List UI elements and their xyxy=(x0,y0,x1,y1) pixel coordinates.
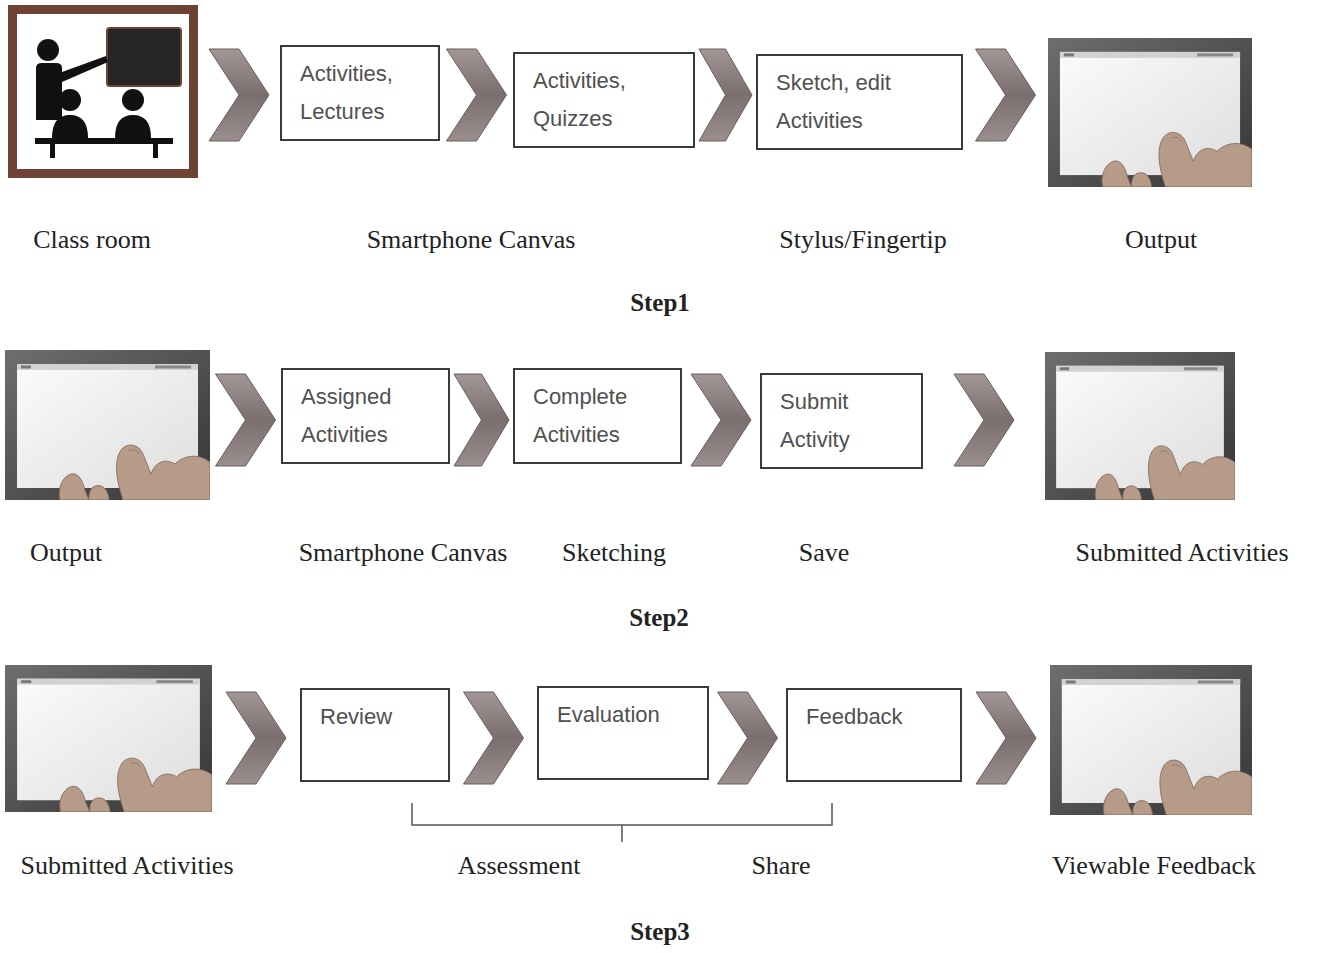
chevron-arrow xyxy=(447,49,507,141)
stage-label: Sketching xyxy=(562,538,666,568)
student-body xyxy=(52,115,88,138)
process-box: Activities, Lectures xyxy=(280,45,440,141)
process-box: Feedback xyxy=(786,688,962,782)
chevron-arrow xyxy=(976,49,1036,141)
image-node: Output xyxy=(5,350,210,500)
image-caption: Output xyxy=(30,538,102,568)
image-caption: Class room xyxy=(33,225,151,255)
stage-label: Share xyxy=(751,851,810,881)
chevron-arrow xyxy=(691,374,751,466)
step-label: Step1 xyxy=(630,288,690,318)
image-caption: Output xyxy=(1125,225,1197,255)
image-node: Output xyxy=(1048,38,1252,187)
chevron-arrow xyxy=(226,692,286,784)
box-text: Submit Activity xyxy=(780,383,903,459)
board xyxy=(107,28,181,86)
box-text: Feedback xyxy=(806,698,942,736)
step-label: Step2 xyxy=(629,603,689,633)
stage-label: Smartphone Canvas xyxy=(299,538,508,568)
box-text: Activities, Lectures xyxy=(300,55,420,131)
image-caption: Viewable Feedback xyxy=(1052,851,1256,881)
icon-frame xyxy=(8,5,198,178)
image-caption: Submitted Activities xyxy=(20,851,233,881)
tablet-photo xyxy=(1050,665,1252,815)
process-box: Complete Activities xyxy=(513,368,682,464)
chevron-arrow xyxy=(954,374,1014,466)
box-text: Review xyxy=(320,698,430,736)
box-text: Assigned Activities xyxy=(301,378,430,454)
process-box: Review xyxy=(300,688,450,782)
stage-label: Stylus/Fingertip xyxy=(779,225,947,255)
bracket xyxy=(412,803,832,842)
box-text: Activities, Quizzes xyxy=(533,62,675,138)
image-caption: Submitted Activities xyxy=(1075,538,1288,568)
student-body xyxy=(115,115,151,138)
chevron-arrow xyxy=(699,49,752,141)
chevron-arrow xyxy=(454,374,509,466)
tablet-photo xyxy=(1048,38,1252,187)
chevron-arrow xyxy=(976,692,1036,784)
process-box: Evaluation xyxy=(537,686,709,780)
chevron-arrow xyxy=(718,692,778,784)
box-text: Evaluation xyxy=(557,696,689,734)
chevron-arrow xyxy=(464,692,524,784)
process-box: Assigned Activities xyxy=(281,368,450,464)
desk xyxy=(35,138,173,144)
chevron-arrow xyxy=(216,374,276,466)
student-head xyxy=(59,89,81,111)
step-label: Step3 xyxy=(630,917,690,947)
stage-label: Smartphone Canvas xyxy=(367,225,576,255)
chevron-arrow xyxy=(209,49,269,141)
image-node: Submitted Activities xyxy=(5,665,212,812)
box-text: Sketch, edit Activities xyxy=(776,64,943,140)
image-node: Class room xyxy=(8,5,198,178)
tablet-photo xyxy=(5,350,210,500)
student-head xyxy=(122,89,144,111)
image-node: Submitted Activities xyxy=(1045,352,1235,500)
process-box: Submit Activity xyxy=(760,373,923,469)
stage-label: Assessment xyxy=(458,851,581,881)
desk-leg xyxy=(153,144,158,158)
teacher-body xyxy=(36,56,108,120)
tablet-photo xyxy=(1045,352,1235,500)
tablet-photo xyxy=(5,665,212,812)
process-box: Activities, Quizzes xyxy=(513,52,695,148)
stage-label: Save xyxy=(799,538,850,568)
classroom-icon xyxy=(8,5,198,178)
image-node: Viewable Feedback xyxy=(1050,665,1252,815)
process-box: Sketch, edit Activities xyxy=(756,54,963,150)
box-text: Complete Activities xyxy=(533,378,662,454)
teacher-head xyxy=(37,39,59,61)
desk-leg xyxy=(50,144,55,158)
icon-ground xyxy=(17,14,189,169)
